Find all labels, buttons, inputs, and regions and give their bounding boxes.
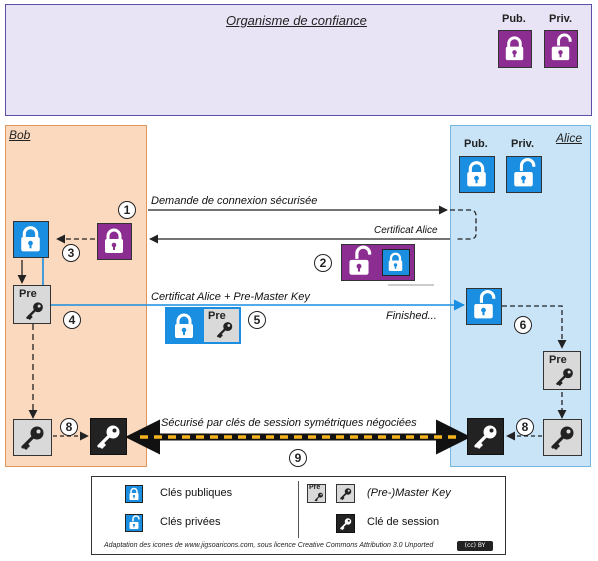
alice-public-key-icon	[459, 156, 495, 193]
step-8-bob-badge: 8	[60, 418, 78, 436]
bob-received-certificate-icon	[97, 223, 132, 260]
alice-master-key-icon	[543, 419, 582, 456]
trust-pub-label: Pub.	[502, 13, 526, 25]
certificate-package-icon	[341, 244, 415, 281]
alice-pub-label: Pub.	[464, 138, 488, 150]
legend-premaster-icon: Pre	[307, 484, 326, 503]
legend-public-label: Clés publiques	[160, 487, 233, 499]
legend-divider	[298, 481, 299, 538]
step-1-badge: 1	[118, 201, 136, 219]
alice-decrypt-lock-icon	[466, 288, 502, 325]
message-alice-certificate: Certificat Alice	[374, 225, 438, 236]
alice-premaster-key-icon: Pre	[543, 351, 581, 390]
alice-title: Alice	[556, 131, 583, 145]
step-4-badge: 4	[63, 311, 81, 329]
message-secure-channel: Sécurisé par clés de session symétriques…	[161, 417, 417, 429]
bob-session-key-icon	[90, 418, 127, 455]
legend-premaster-label: (Pre-)Master Key	[367, 487, 451, 499]
alice-priv-label: Priv.	[511, 138, 535, 150]
step-9-badge: 9	[289, 449, 307, 467]
trust-authority-title: Organisme de confiance	[226, 13, 367, 28]
cc-license-badge: (cc) BY	[457, 541, 493, 551]
step-8-alice-badge: 8	[516, 418, 534, 436]
legend-session-label: Clé de session	[367, 516, 440, 528]
bob-public-key-icon	[13, 221, 49, 258]
step-2-badge: 2	[314, 254, 332, 272]
trust-authority-panel	[5, 4, 592, 116]
legend-public-key-icon	[125, 485, 143, 503]
legend-session-key-icon	[336, 514, 355, 533]
legend-pre-label: Pre	[309, 484, 321, 491]
legend-credit-text: Adaptation des icones de www.jigsoaricon…	[104, 542, 434, 549]
legend-private-label: Clés privées	[160, 516, 221, 528]
bob-master-key-icon	[13, 419, 52, 456]
alice-pre-label: Pre	[549, 354, 567, 366]
step-3-badge: 3	[62, 244, 80, 262]
package-pre-label: Pre	[208, 310, 226, 322]
bob-pre-label: Pre	[19, 288, 37, 300]
legend-private-key-icon	[125, 514, 143, 532]
message-certificate-premaster: Certificat Alice + Pre-Master Key	[151, 291, 310, 303]
step-5-badge: 5	[248, 311, 266, 329]
trust-priv-label: Priv.	[549, 13, 573, 25]
bob-premaster-key-icon: Pre	[13, 285, 51, 324]
alice-private-key-icon	[506, 156, 542, 193]
alice-session-key-icon	[467, 418, 504, 455]
step-6-badge: 6	[514, 316, 532, 334]
bob-title: Bob	[9, 128, 31, 142]
message-connection-request: Demande de connexion sécurisée	[151, 195, 318, 207]
encrypted-premaster-package-icon: Pre	[165, 307, 241, 344]
trust-public-key-icon	[498, 30, 532, 68]
message-finished: Finished...	[386, 310, 437, 322]
legend-master-key-icon	[336, 484, 355, 503]
trust-private-key-icon	[544, 30, 578, 68]
